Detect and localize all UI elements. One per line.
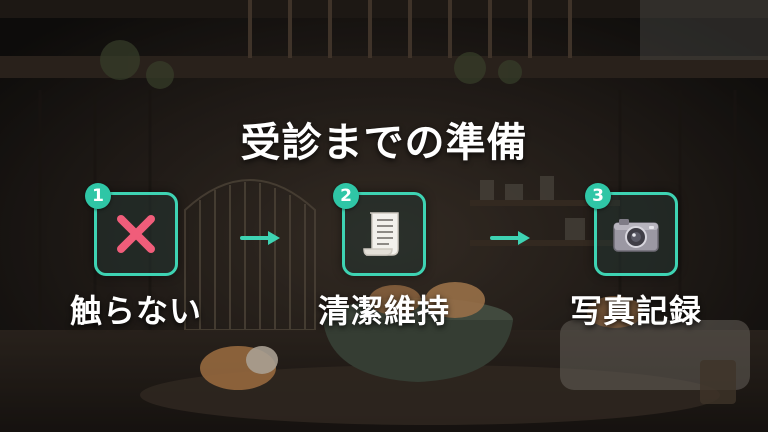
step-2-number-badge: 2 bbox=[333, 183, 359, 209]
step-2-label: 清潔維持 bbox=[317, 292, 450, 330]
receipt-icon bbox=[363, 212, 399, 256]
step-1-number-badge: 1 bbox=[85, 183, 111, 209]
cross-mark-icon bbox=[117, 215, 155, 253]
camera-icon bbox=[613, 219, 659, 252]
step-3-label: 写真記録 bbox=[569, 292, 702, 330]
step-3-card: 3 bbox=[585, 183, 678, 276]
arrow-right-icon bbox=[240, 231, 280, 245]
slide-title: 受診までの準備 bbox=[240, 120, 528, 166]
step-1-label: 触らない bbox=[69, 292, 202, 330]
step-3-number-badge: 3 bbox=[585, 183, 611, 209]
step-1-card: 1 bbox=[85, 183, 178, 276]
step-2-card: 2 bbox=[333, 183, 426, 276]
arrow-right-icon bbox=[490, 231, 530, 245]
